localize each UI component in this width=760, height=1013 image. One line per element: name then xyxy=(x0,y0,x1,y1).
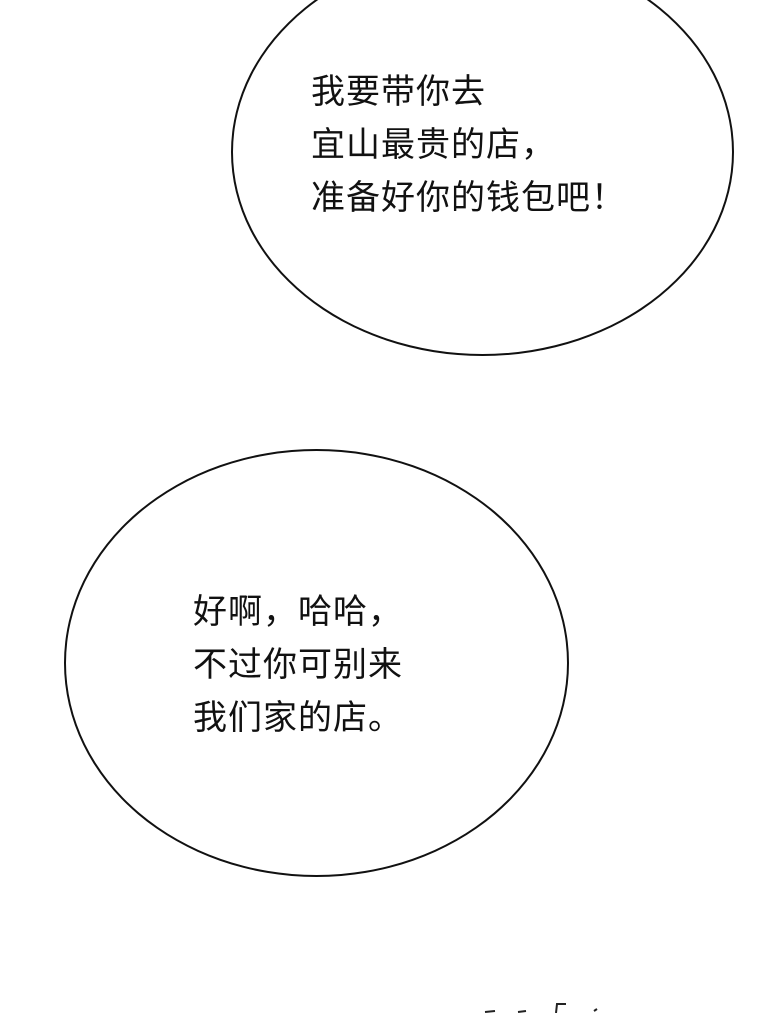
speech-bubble-top xyxy=(231,0,734,356)
speech-line: 准备好你的钱包吧！ xyxy=(311,178,626,218)
speech-line: 好啊，哈哈， xyxy=(193,592,403,632)
speech-line: 宜山最贵的店， xyxy=(311,125,556,165)
speech-text-top: 我要带你去 宜山最贵的店， 准备好你的钱包吧！ xyxy=(311,66,626,225)
speech-line: 不过你可别来 xyxy=(193,645,403,685)
speech-line: 我们家的店。 xyxy=(193,698,403,738)
speech-bubble-bottom xyxy=(64,449,569,877)
cropped-artwork-edge xyxy=(484,1003,598,1013)
speech-text-bottom: 好啊，哈哈， 不过你可别来 我们家的店。 xyxy=(193,586,403,745)
speech-line: 我要带你去 xyxy=(311,72,486,112)
